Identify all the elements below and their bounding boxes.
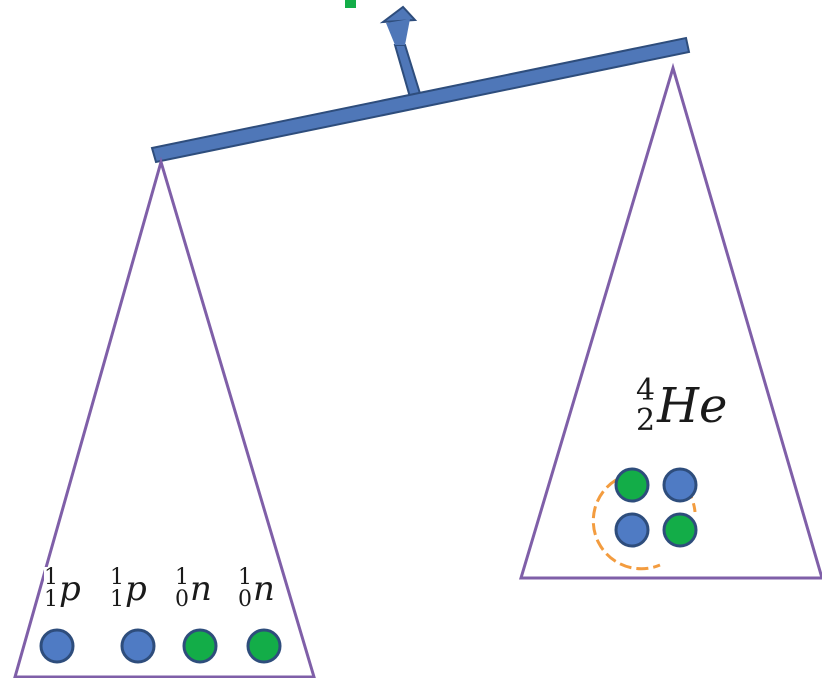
mass-number: 1 [110,565,124,590]
neutron-particle [614,467,650,503]
nuclide-symbol: He [657,378,728,434]
nuclide-symbol: p [125,569,147,609]
mass-number: 4 [636,373,656,408]
mass-number: 1 [44,565,58,590]
balance-beam [150,36,691,164]
up-arrow [379,5,424,106]
proton-particle [120,628,156,664]
proton-particle [614,512,650,548]
atomic-number: 1 [110,587,124,612]
nuclide-symbol: n [190,569,212,609]
atomic-number: 0 [238,587,252,612]
right-pan [518,62,822,580]
neutron-particle [662,512,698,548]
nuclide-symbol: p [59,569,81,609]
atomic-number: 0 [175,587,189,612]
atomic-number: 2 [636,403,656,438]
neutron-particle [182,628,218,664]
left-pan [13,156,316,678]
neutron-particle [246,628,282,664]
proton-particle [662,467,698,503]
binding-energy-ring [591,478,661,571]
atomic-number: 1 [44,587,58,612]
mass-number: 1 [175,565,189,590]
top-marker [345,0,356,8]
mass-number: 1 [238,565,252,590]
proton-particle [39,628,75,664]
nuclide-symbol: n [253,569,275,609]
